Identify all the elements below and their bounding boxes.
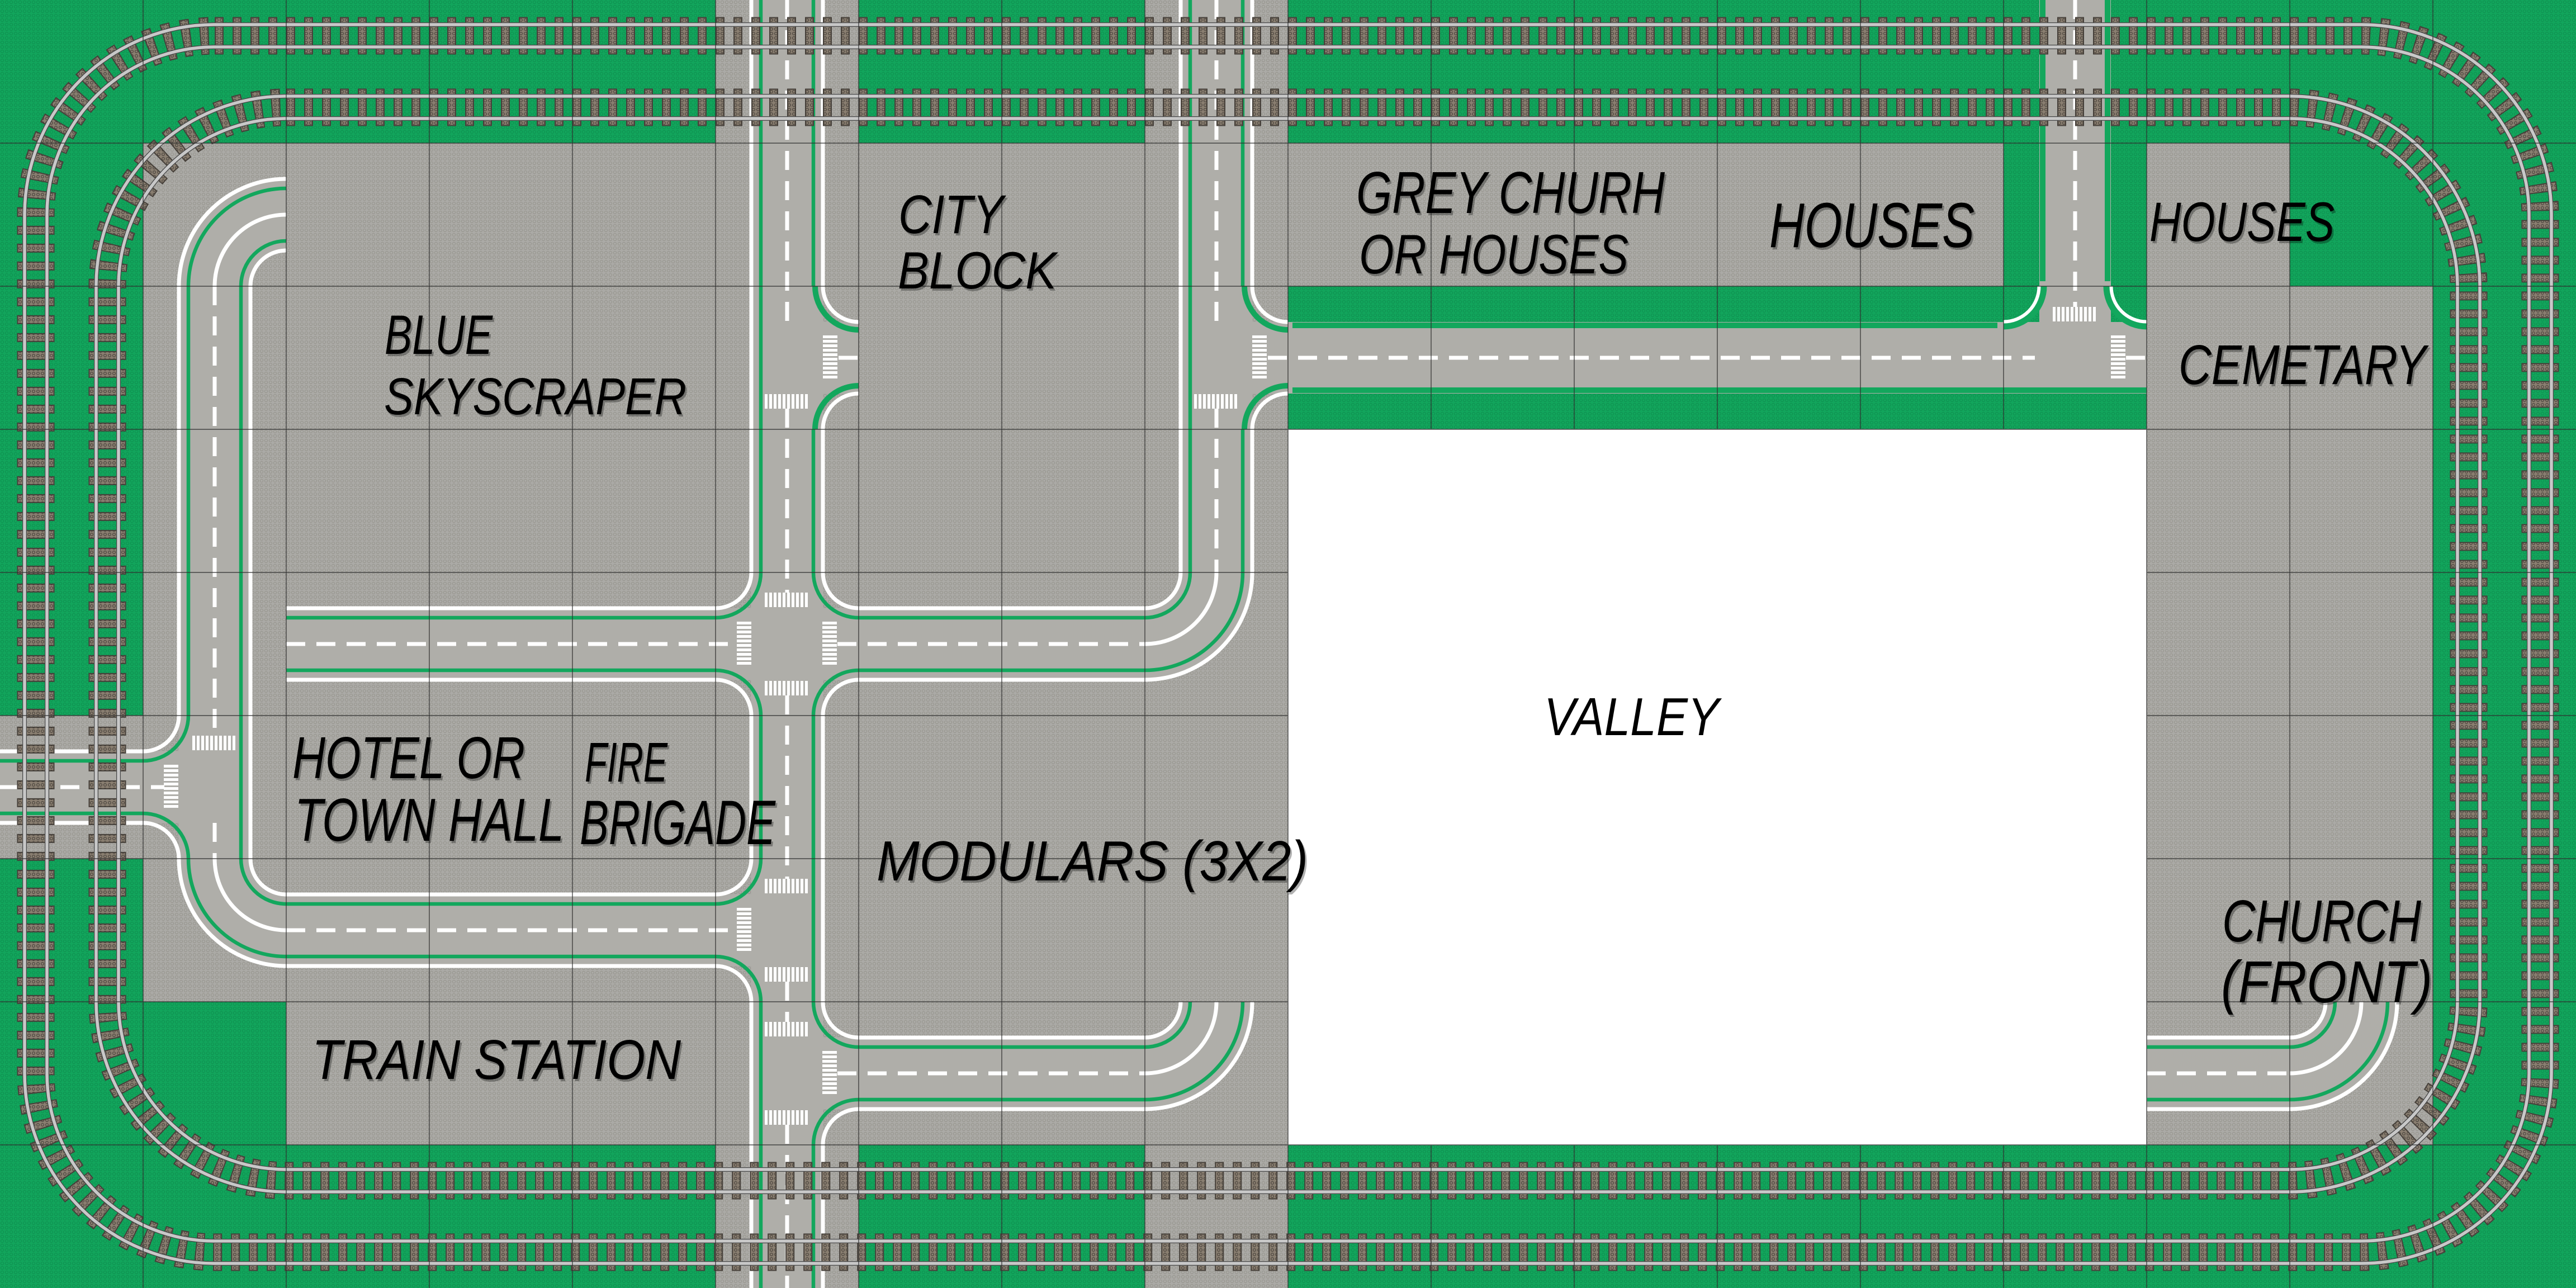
svg-text:HOUSES: HOUSES: [2151, 193, 2336, 255]
svg-text:BRIGADE: BRIGADE: [581, 790, 778, 860]
svg-text:FIRE: FIRE: [585, 731, 668, 794]
svg-text:CHURCH: CHURCH: [2222, 888, 2421, 954]
svg-text:BLOCK: BLOCK: [899, 243, 1060, 302]
svg-text:TOWN HALL: TOWN HALL: [296, 788, 566, 856]
svg-text:MODULARS (3X2): MODULARS (3X2): [877, 830, 1308, 893]
svg-text:CITY: CITY: [898, 184, 1006, 245]
svg-text:(FRONT): (FRONT): [2221, 949, 2432, 1015]
svg-text:TRAIN STATION: TRAIN STATION: [312, 1029, 681, 1091]
svg-text:TRAIN STATION: TRAIN STATION: [314, 1031, 683, 1093]
svg-text:CEMETARY: CEMETARY: [2180, 336, 2431, 399]
svg-text:(FRONT): (FRONT): [2223, 951, 2434, 1017]
svg-text:SKYSCRAPER: SKYSCRAPER: [386, 370, 688, 428]
svg-text:FIRE: FIRE: [586, 733, 670, 796]
svg-text:TOWN HALL: TOWN HALL: [295, 786, 564, 854]
svg-text:BRIGADE: BRIGADE: [580, 788, 776, 858]
svg-text:HOUSES: HOUSES: [2149, 191, 2334, 253]
svg-text:CEMETARY: CEMETARY: [2179, 334, 2429, 396]
svg-text:BLUE: BLUE: [386, 306, 495, 368]
svg-text:BLOCK: BLOCK: [898, 241, 1059, 300]
svg-text:HOUSES: HOUSES: [1769, 190, 1974, 261]
svg-text:HOTEL OR: HOTEL OR: [294, 727, 527, 793]
svg-text:HOUSES: HOUSES: [1771, 192, 1976, 263]
svg-text:VALLEY: VALLEY: [1544, 687, 1722, 747]
svg-text:CHURCH: CHURCH: [2224, 891, 2423, 956]
svg-text:MODULARS (3X2): MODULARS (3X2): [878, 832, 1310, 895]
svg-text:GREY CHURH: GREY CHURH: [1358, 162, 1666, 228]
svg-text:OR HOUSES: OR HOUSES: [1359, 223, 1628, 285]
svg-text:GREY CHURH: GREY CHURH: [1356, 160, 1665, 226]
svg-text:SKYSCRAPER: SKYSCRAPER: [384, 367, 686, 425]
svg-text:OR HOUSES: OR HOUSES: [1361, 225, 1630, 287]
svg-text:HOTEL OR: HOTEL OR: [292, 725, 525, 791]
svg-text:BLUE: BLUE: [385, 304, 493, 366]
svg-text:CITY: CITY: [900, 186, 1008, 247]
